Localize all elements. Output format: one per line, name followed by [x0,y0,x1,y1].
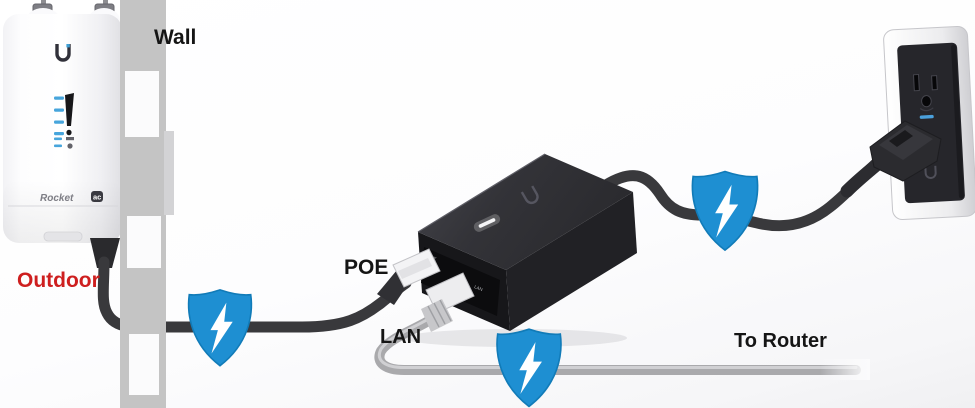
plug-top-facet [879,125,933,160]
device-bottom-notch [43,231,83,242]
wall-gap [127,216,161,268]
wall-outlet [883,25,975,221]
outlet-led [919,114,934,119]
wall-strip-edge [164,131,174,215]
lightning-bolt-icon [519,342,542,394]
signal-wedge-dot [66,129,72,136]
ubiquiti-logo-icon [55,44,71,62]
wall-label: Wall [154,26,197,49]
injector-led [473,214,501,232]
poe-injector: POE LAN [377,153,637,347]
ac-badge-label: ac [93,193,101,202]
ac-badge [91,191,103,202]
wall [120,0,174,408]
poe-rj45-connector [392,248,441,288]
signal-wedge-icon [65,93,74,126]
lightning-bolt-icon [210,302,233,354]
to-router-label: To Router [734,330,827,352]
lightning-bolt-icon [715,184,739,238]
lan-status-icon [66,137,74,141]
outlet-top-socket [912,74,938,112]
signal-leds [54,93,74,136]
rocket-logo: Rocket [40,193,74,204]
lan-rj45-connector [421,272,475,332]
surge-shield-icon [187,289,253,367]
plug-notch [889,130,913,147]
wall-gap [125,71,159,137]
surge-shield-icon [691,170,759,252]
lan-boot-ribs [427,299,452,328]
injector-lan-port-label: LAN [473,284,483,292]
injector-edge-highlight [417,153,546,233]
status-leds [54,137,74,149]
ubiquiti-logo-icon [520,185,539,205]
cable-boot [90,238,120,268]
injector-side-face [506,192,637,331]
wall-gap [129,334,159,395]
power-plug [840,120,942,198]
power-status-icon [67,143,73,149]
outlet-bottom-ground-hole [924,165,937,179]
lan-cable-highlight [378,308,858,369]
lan-cable-fade [820,359,870,380]
injector-top-face [418,154,633,270]
poe-port-label: POE [344,256,389,279]
outdoor-label: Outdoor [17,269,100,292]
surge-shield-icon [496,328,562,408]
lan-port-label: LAN [380,326,422,348]
outdoor-access-point: Rocket ac [3,0,122,243]
lan-cable [374,307,870,380]
outlet-insert-shadow [951,44,964,199]
